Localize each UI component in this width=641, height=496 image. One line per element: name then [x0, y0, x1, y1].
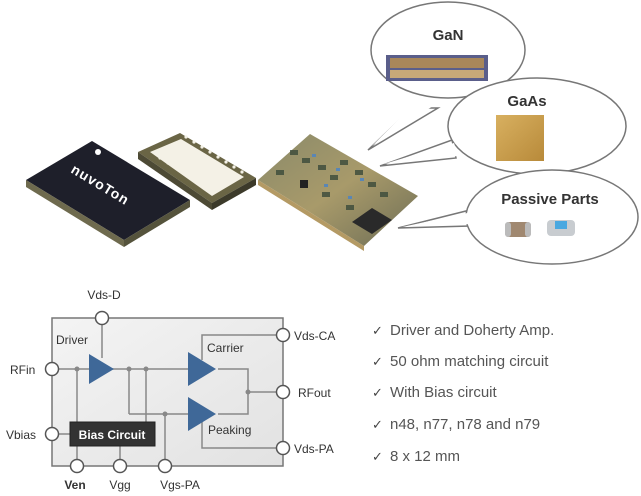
feature-text: 8 x 12 mm — [390, 448, 461, 465]
pin-label-vds-pa: Vds-PA — [294, 442, 334, 456]
feature-item: ✓ 50 ohm matching circuit — [372, 353, 548, 370]
check-icon: ✓ — [372, 449, 383, 464]
pin-label-rfout: RFout — [298, 386, 331, 400]
pin-label-vgg: Vgg — [109, 478, 130, 492]
feature-text: 50 ohm matching circuit — [390, 353, 549, 370]
driver-amplifier-icon — [89, 354, 114, 384]
check-icon: ✓ — [372, 323, 383, 338]
bias-circuit-label: Bias Circuit — [79, 428, 146, 442]
feature-item: ✓ 8 x 12 mm — [372, 448, 460, 465]
feature-item: ✓ With Bias circuit — [372, 384, 497, 401]
check-icon: ✓ — [372, 417, 383, 432]
pin-label-vgs-pa: Vgs-PA — [160, 478, 200, 492]
junction-dots — [74, 366, 251, 417]
pin-rfin — [44, 361, 60, 377]
package-bottom-view — [138, 133, 256, 210]
passive-capacitor-icon — [505, 222, 531, 237]
pin-label-rfin: RFin — [10, 363, 35, 377]
pin-vds-pa — [275, 440, 291, 456]
feature-text: Driver and Doherty Amp. — [390, 322, 555, 339]
check-icon: ✓ — [372, 354, 383, 369]
signal-wires — [58, 322, 277, 460]
pin-ven — [69, 458, 85, 474]
package-top-view: nuvoTon — [26, 141, 190, 247]
pin-circles — [44, 310, 291, 474]
driver-label: Driver — [56, 333, 88, 347]
check-icon: ✓ — [372, 385, 383, 400]
feature-item: ✓ Driver and Doherty Amp. — [372, 322, 554, 339]
pin-label-vbias: Vbias — [6, 428, 36, 442]
block-diagram: Bias Circuit Driver Carrier Peaking Vds-… — [6, 288, 335, 492]
pin-label-ven: Ven — [64, 478, 85, 492]
feature-item: ✓ n48, n77, n78 and n79 — [372, 416, 540, 433]
pin-vbias — [44, 426, 60, 442]
feature-text: n48, n77, n78 and n79 — [390, 416, 541, 433]
pin-label-vds-d: Vds-D — [87, 288, 121, 302]
callout-gan: GaN — [367, 1, 526, 151]
product-illustration: nuvoTon GaN GaAs — [26, 1, 639, 265]
pin-vds-ca — [275, 327, 291, 343]
passive-inductor-icon — [547, 220, 575, 236]
gaas-die-image — [496, 115, 544, 161]
callout-passive-label: Passive Parts — [501, 191, 599, 208]
pin-vds-d — [94, 310, 110, 326]
callout-gaas-label: GaAs — [507, 93, 546, 110]
peaking-label: Peaking — [208, 423, 251, 437]
callout-gan-label: GaN — [433, 27, 464, 44]
callout-passive-parts: Passive Parts — [397, 169, 639, 265]
module-pcb — [258, 134, 418, 251]
pin-rfout — [275, 384, 291, 400]
bias-circuit-block — [69, 421, 156, 447]
peaking-amplifier-icon — [188, 397, 216, 431]
carrier-label: Carrier — [207, 341, 244, 355]
feature-text: With Bias circuit — [390, 384, 497, 401]
callout-gaas: GaAs — [379, 77, 627, 175]
pin-label-vds-ca: Vds-CA — [294, 329, 335, 343]
pin-vgs-pa — [157, 458, 173, 474]
carrier-amplifier-icon — [188, 352, 216, 386]
pin-vgg — [112, 458, 128, 474]
